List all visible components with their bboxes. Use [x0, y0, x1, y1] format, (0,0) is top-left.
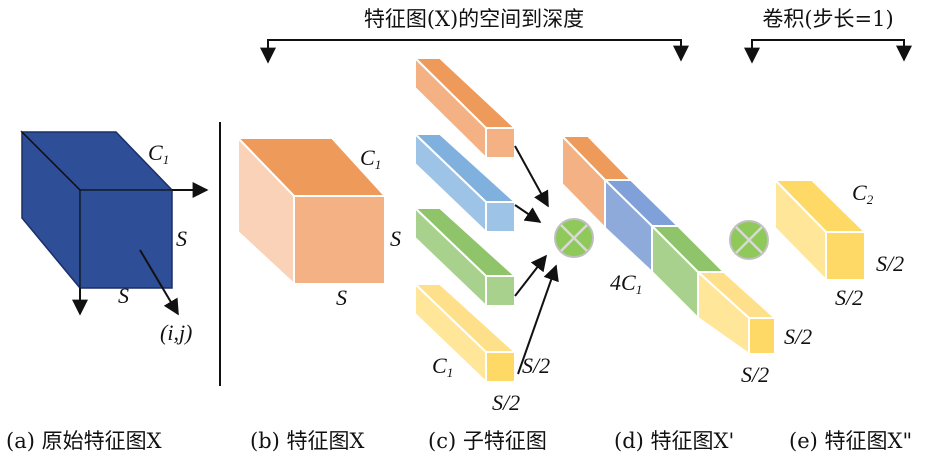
cube-axis-arrows [72, 182, 209, 316]
orange-front-face [293, 195, 386, 285]
original-feature-cube [20, 130, 174, 291]
c-channel-label: C1 [432, 353, 453, 380]
s2d-bracket [260, 39, 689, 64]
concat-arrows [514, 145, 559, 375]
b-height-label: S [390, 226, 401, 251]
sub-feature-blue [412, 131, 518, 235]
e-height-label: S/2 [876, 251, 904, 276]
cube-front-face [79, 189, 173, 289]
a-channel-label: C1 [148, 140, 169, 167]
caption-d: (d) 特征图X' [614, 429, 734, 453]
c-width-label: S/2 [492, 390, 520, 415]
b-width-label: S [336, 285, 347, 310]
sub-feature-green [412, 205, 518, 309]
feature-map-x-prime [559, 133, 778, 356]
sub-feature-yellow [412, 281, 518, 385]
d-width-label: S/2 [741, 362, 769, 387]
caption-b: (b) 特征图X [250, 429, 365, 453]
a-width-label: S [118, 283, 129, 308]
e-width-label: S/2 [835, 285, 863, 310]
b-channel-label: C1 [360, 145, 381, 172]
caption-c: (c) 子特征图 [428, 429, 547, 453]
feature-map-x-double-prime [772, 177, 868, 283]
a-position-label: (i,j) [160, 320, 192, 345]
d-channel-label: 4C1 [610, 270, 642, 297]
caption-e: (e) 特征图X" [789, 429, 912, 453]
sub-feature-orange [412, 55, 518, 161]
conv-title: 卷积(步长=1) [762, 7, 893, 31]
feature-map-x-cube [235, 135, 388, 287]
d-height-label: S/2 [784, 324, 812, 349]
e-channel-label: C2 [852, 180, 874, 207]
c-height-label: S/2 [522, 353, 550, 378]
a-height-label: S [176, 226, 187, 251]
s2d-title: 特征图(X)的空间到深度 [364, 7, 584, 31]
caption-a: (a) 原始特征图X [6, 429, 162, 453]
concat-operator-icon [554, 218, 594, 258]
conv-bracket [744, 39, 912, 64]
conv-operator-icon [729, 220, 769, 260]
